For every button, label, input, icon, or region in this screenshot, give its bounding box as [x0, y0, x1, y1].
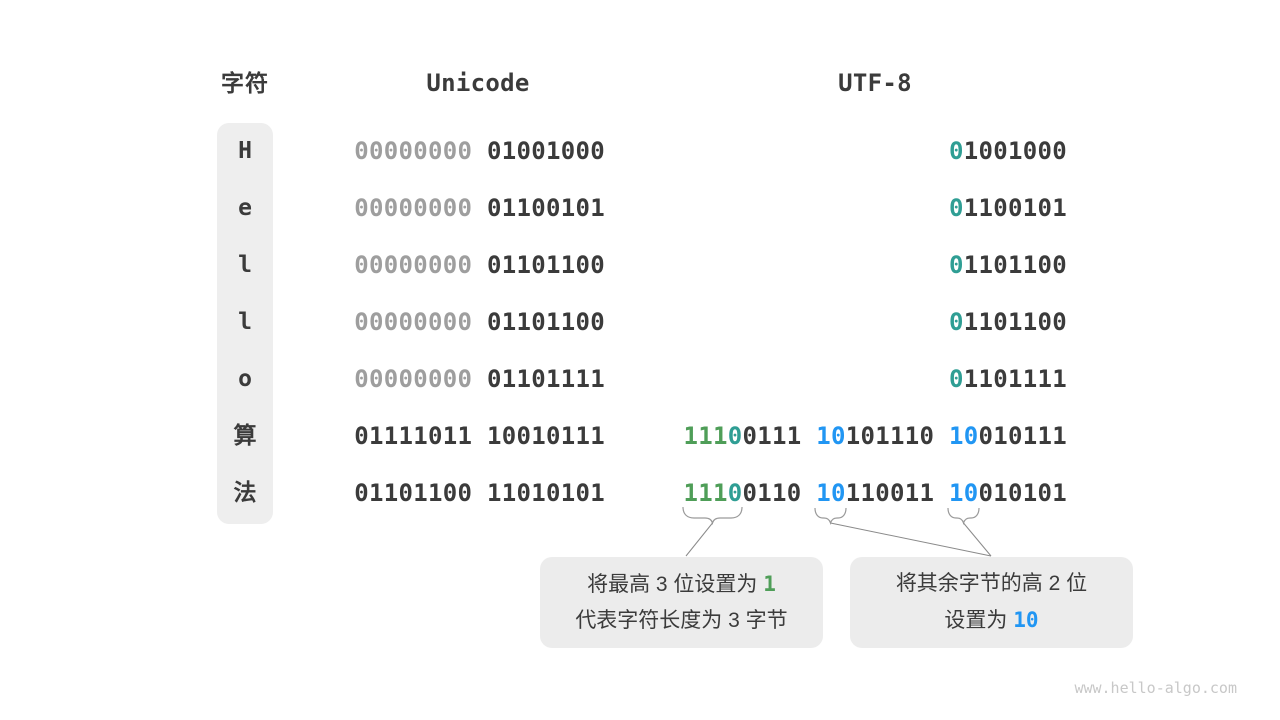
character-cell: l [238, 252, 252, 278]
text-segment [934, 479, 949, 507]
character-column-background [217, 123, 273, 524]
text-segment: 010101 [978, 479, 1067, 507]
connector-line-right-b [963, 522, 992, 557]
text-segment: 10 [1013, 608, 1039, 632]
text-segment [472, 365, 487, 393]
callout-continuation-byte-rule: 将其余字节的高 2 位设置为 10 [850, 557, 1133, 648]
text-segment [472, 422, 487, 450]
text-segment: 01001000 [487, 137, 605, 165]
text-segment: 将最高 3 位设置为 [587, 573, 764, 596]
utf8-value: 01100101 [949, 192, 1067, 224]
character-cell: 算 [233, 423, 257, 449]
text-segment: 0 [949, 365, 964, 393]
text-segment: 1101100 [963, 308, 1067, 336]
utf8-value: 11100110 10110011 10010101 [684, 477, 1068, 509]
unicode-value: 00000000 01001000 [354, 135, 605, 167]
callout-line: 设置为 10 [944, 602, 1038, 639]
text-segment: 01101100 [487, 251, 605, 279]
character-cell: o [238, 366, 252, 392]
utf8-value: 01101100 [949, 249, 1067, 281]
text-segment: 代表字符长度为 3 字节 [575, 609, 788, 632]
text-segment [472, 251, 487, 279]
text-segment: 0 [949, 194, 964, 222]
text-segment: 010111 [978, 422, 1067, 450]
text-segment: 10 [816, 422, 846, 450]
text-segment: 1101111 [963, 365, 1067, 393]
text-segment: 0 [727, 422, 743, 450]
text-segment: 110011 [845, 479, 935, 507]
text-segment: 101110 [845, 422, 935, 450]
text-segment: 将其余字节的高 2 位 [895, 572, 1088, 595]
text-segment: 00000000 [354, 251, 473, 279]
text-segment: 1101100 [963, 251, 1067, 279]
utf8-value: 01101111 [949, 363, 1067, 395]
text-segment: 111 [683, 422, 728, 450]
unicode-value: 00000000 01101100 [354, 249, 605, 281]
text-segment: 11010101 [487, 479, 605, 507]
callout-line: 将其余字节的高 2 位 [896, 566, 1087, 602]
text-segment: 00000000 [354, 194, 473, 222]
text-segment [472, 137, 487, 165]
character-cell: l [238, 309, 252, 335]
text-segment: 1 [763, 572, 776, 596]
text-segment: 0110 [742, 479, 802, 507]
character-cell: H [238, 138, 252, 164]
text-segment: 01111011 [354, 422, 473, 450]
text-segment: 1100101 [963, 194, 1067, 222]
text-segment [472, 479, 487, 507]
text-segment: 0 [949, 251, 964, 279]
underbrace-continuation-byte-2 [814, 507, 847, 526]
text-segment: 01101111 [487, 365, 605, 393]
unicode-value: 01101100 11010101 [354, 477, 605, 509]
text-segment [472, 308, 487, 336]
text-segment: 10 [816, 479, 846, 507]
text-segment: 01100101 [487, 194, 605, 222]
connector-line-left [685, 522, 713, 557]
utf8-value: 01001000 [949, 135, 1067, 167]
callout-line: 代表字符长度为 3 字节 [575, 603, 787, 639]
column-header-unicode: Unicode [426, 69, 530, 97]
text-segment: 0111 [742, 422, 802, 450]
character-cell: 法 [233, 480, 257, 506]
character-cell: e [238, 195, 252, 221]
text-segment: 00000000 [354, 137, 473, 165]
underbrace-lead-byte [682, 506, 743, 526]
unicode-value: 00000000 01101111 [354, 363, 605, 395]
utf8-value: 01101100 [949, 306, 1067, 338]
connector-line-right-a [830, 522, 992, 557]
unicode-value: 00000000 01101100 [354, 306, 605, 338]
unicode-value: 01111011 10010111 [354, 420, 605, 452]
text-segment: 0 [949, 137, 964, 165]
text-segment: 10010111 [487, 422, 605, 450]
text-segment: 01101100 [487, 308, 605, 336]
callout-line: 将最高 3 位设置为 1 [587, 566, 776, 603]
unicode-value: 00000000 01100101 [354, 192, 605, 224]
text-segment: 1001000 [963, 137, 1067, 165]
column-header-utf8: UTF-8 [838, 69, 912, 97]
underbrace-continuation-byte-3 [947, 507, 980, 526]
text-segment: 111 [683, 479, 728, 507]
text-segment [472, 194, 487, 222]
text-segment: 01101100 [354, 479, 473, 507]
callout-lead-byte-rule: 将最高 3 位设置为 1 代表字符长度为 3 字节 [540, 557, 823, 648]
text-segment: 00000000 [354, 365, 473, 393]
text-segment [802, 479, 817, 507]
text-segment: 00000000 [354, 308, 473, 336]
text-segment: 设置为 [944, 609, 1014, 632]
text-segment: 10 [949, 422, 979, 450]
text-segment: 10 [949, 479, 979, 507]
text-segment [802, 422, 817, 450]
utf8-value: 11100111 10101110 10010111 [684, 420, 1068, 452]
watermark: www.hello-algo.com [1074, 679, 1237, 697]
text-segment [934, 422, 949, 450]
text-segment: 0 [949, 308, 964, 336]
text-segment: 0 [727, 479, 743, 507]
column-header-character: 字符 [221, 70, 269, 96]
